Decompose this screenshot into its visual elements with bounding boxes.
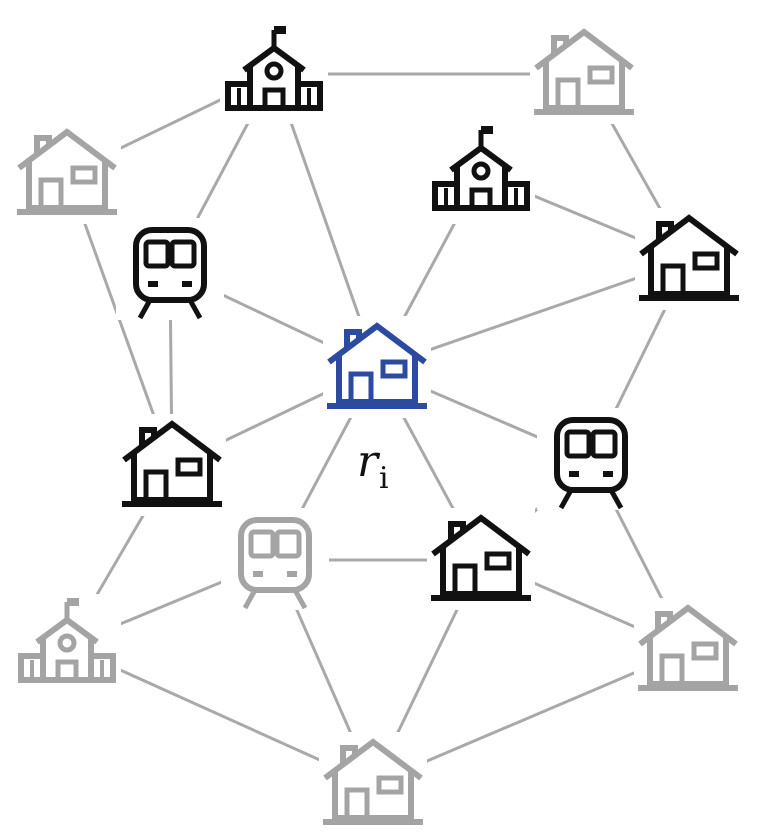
- school-icon: [432, 126, 530, 211]
- train-left-node: [116, 218, 224, 320]
- house-icon: [122, 420, 222, 507]
- school-top-node: [220, 22, 328, 124]
- focus-node-label: ri: [357, 440, 389, 494]
- school-icon: [18, 598, 116, 683]
- label-base: r: [357, 436, 379, 487]
- house-icon: [323, 738, 423, 825]
- house-icon: [327, 322, 427, 409]
- house-midleft-node: [118, 414, 226, 516]
- house-bottom-node: [319, 732, 427, 834]
- train-lowmid-node: [221, 508, 329, 610]
- train-icon: [133, 227, 207, 320]
- house-icon: [431, 514, 531, 601]
- house-left-node: [13, 122, 121, 224]
- house-bottomright-node: [634, 598, 742, 700]
- school-icon: [225, 26, 323, 111]
- train-icon: [238, 517, 312, 610]
- train-icon: [554, 417, 628, 510]
- house-icon: [639, 214, 739, 301]
- house-topright-node: [530, 22, 638, 124]
- node-backdrop: [116, 218, 224, 320]
- label-subscript: i: [379, 461, 389, 496]
- house-icon: [17, 128, 117, 215]
- node-backdrop: [221, 508, 329, 610]
- train-right-node: [537, 408, 645, 510]
- house-right-node: [635, 208, 743, 310]
- school-right-node: [427, 122, 535, 224]
- house-center-node: [323, 316, 431, 418]
- school-bottomleft-node: [13, 594, 121, 696]
- node-layer: [13, 22, 743, 834]
- house-icon: [638, 604, 738, 691]
- node-backdrop: [537, 408, 645, 510]
- house-icon: [534, 28, 634, 115]
- house-lowmid-node: [427, 508, 535, 610]
